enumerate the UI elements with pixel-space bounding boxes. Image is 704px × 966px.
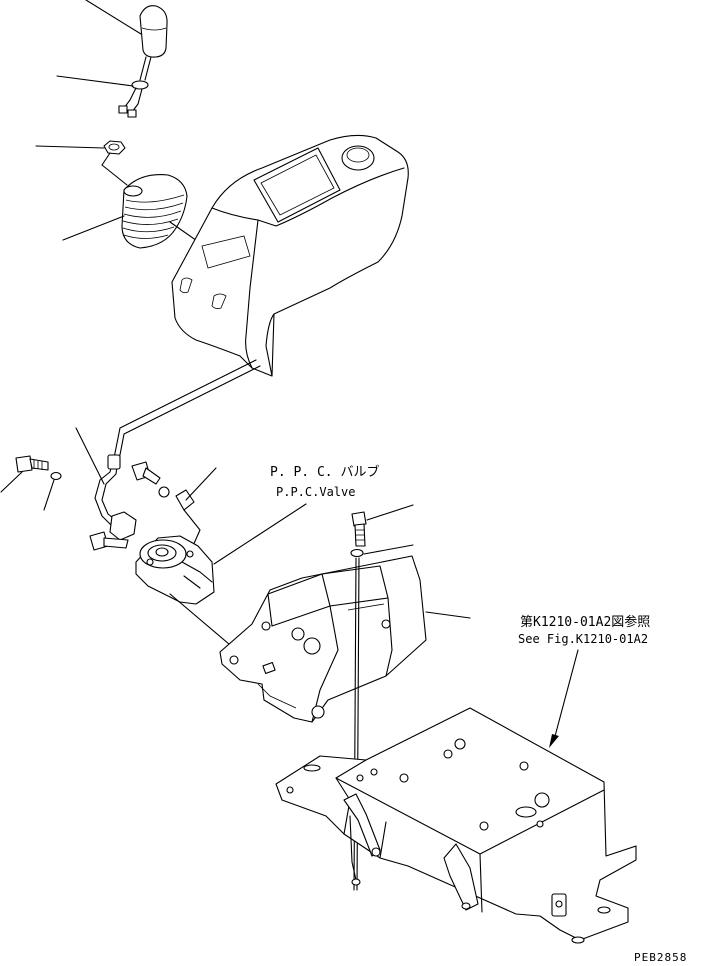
base-frame: [275, 707, 637, 944]
bolts-left: [0, 455, 170, 551]
ppc-valve-label-en: P.P.C.Valve: [276, 485, 355, 499]
clip: [175, 467, 217, 549]
ppc-valve-label-jp: P. P. C. バルブ: [270, 464, 379, 480]
nut: [35, 140, 128, 186]
drawing-code: PEB2858: [634, 951, 687, 964]
lever-knob: [85, 0, 168, 81]
control-rod: [75, 359, 261, 541]
switch-harness: [56, 75, 149, 118]
mounting-bracket: [219, 555, 471, 723]
fig-ref-label-en: See Fig.K1210-01A2: [518, 632, 648, 646]
fig-reference-arrow: [549, 649, 579, 748]
ppc-valve: [135, 503, 307, 651]
console-box: [171, 134, 409, 377]
fig-ref-label-jp: 第K1210-01A2図参照: [520, 614, 650, 630]
rubber-boot: [62, 174, 251, 279]
